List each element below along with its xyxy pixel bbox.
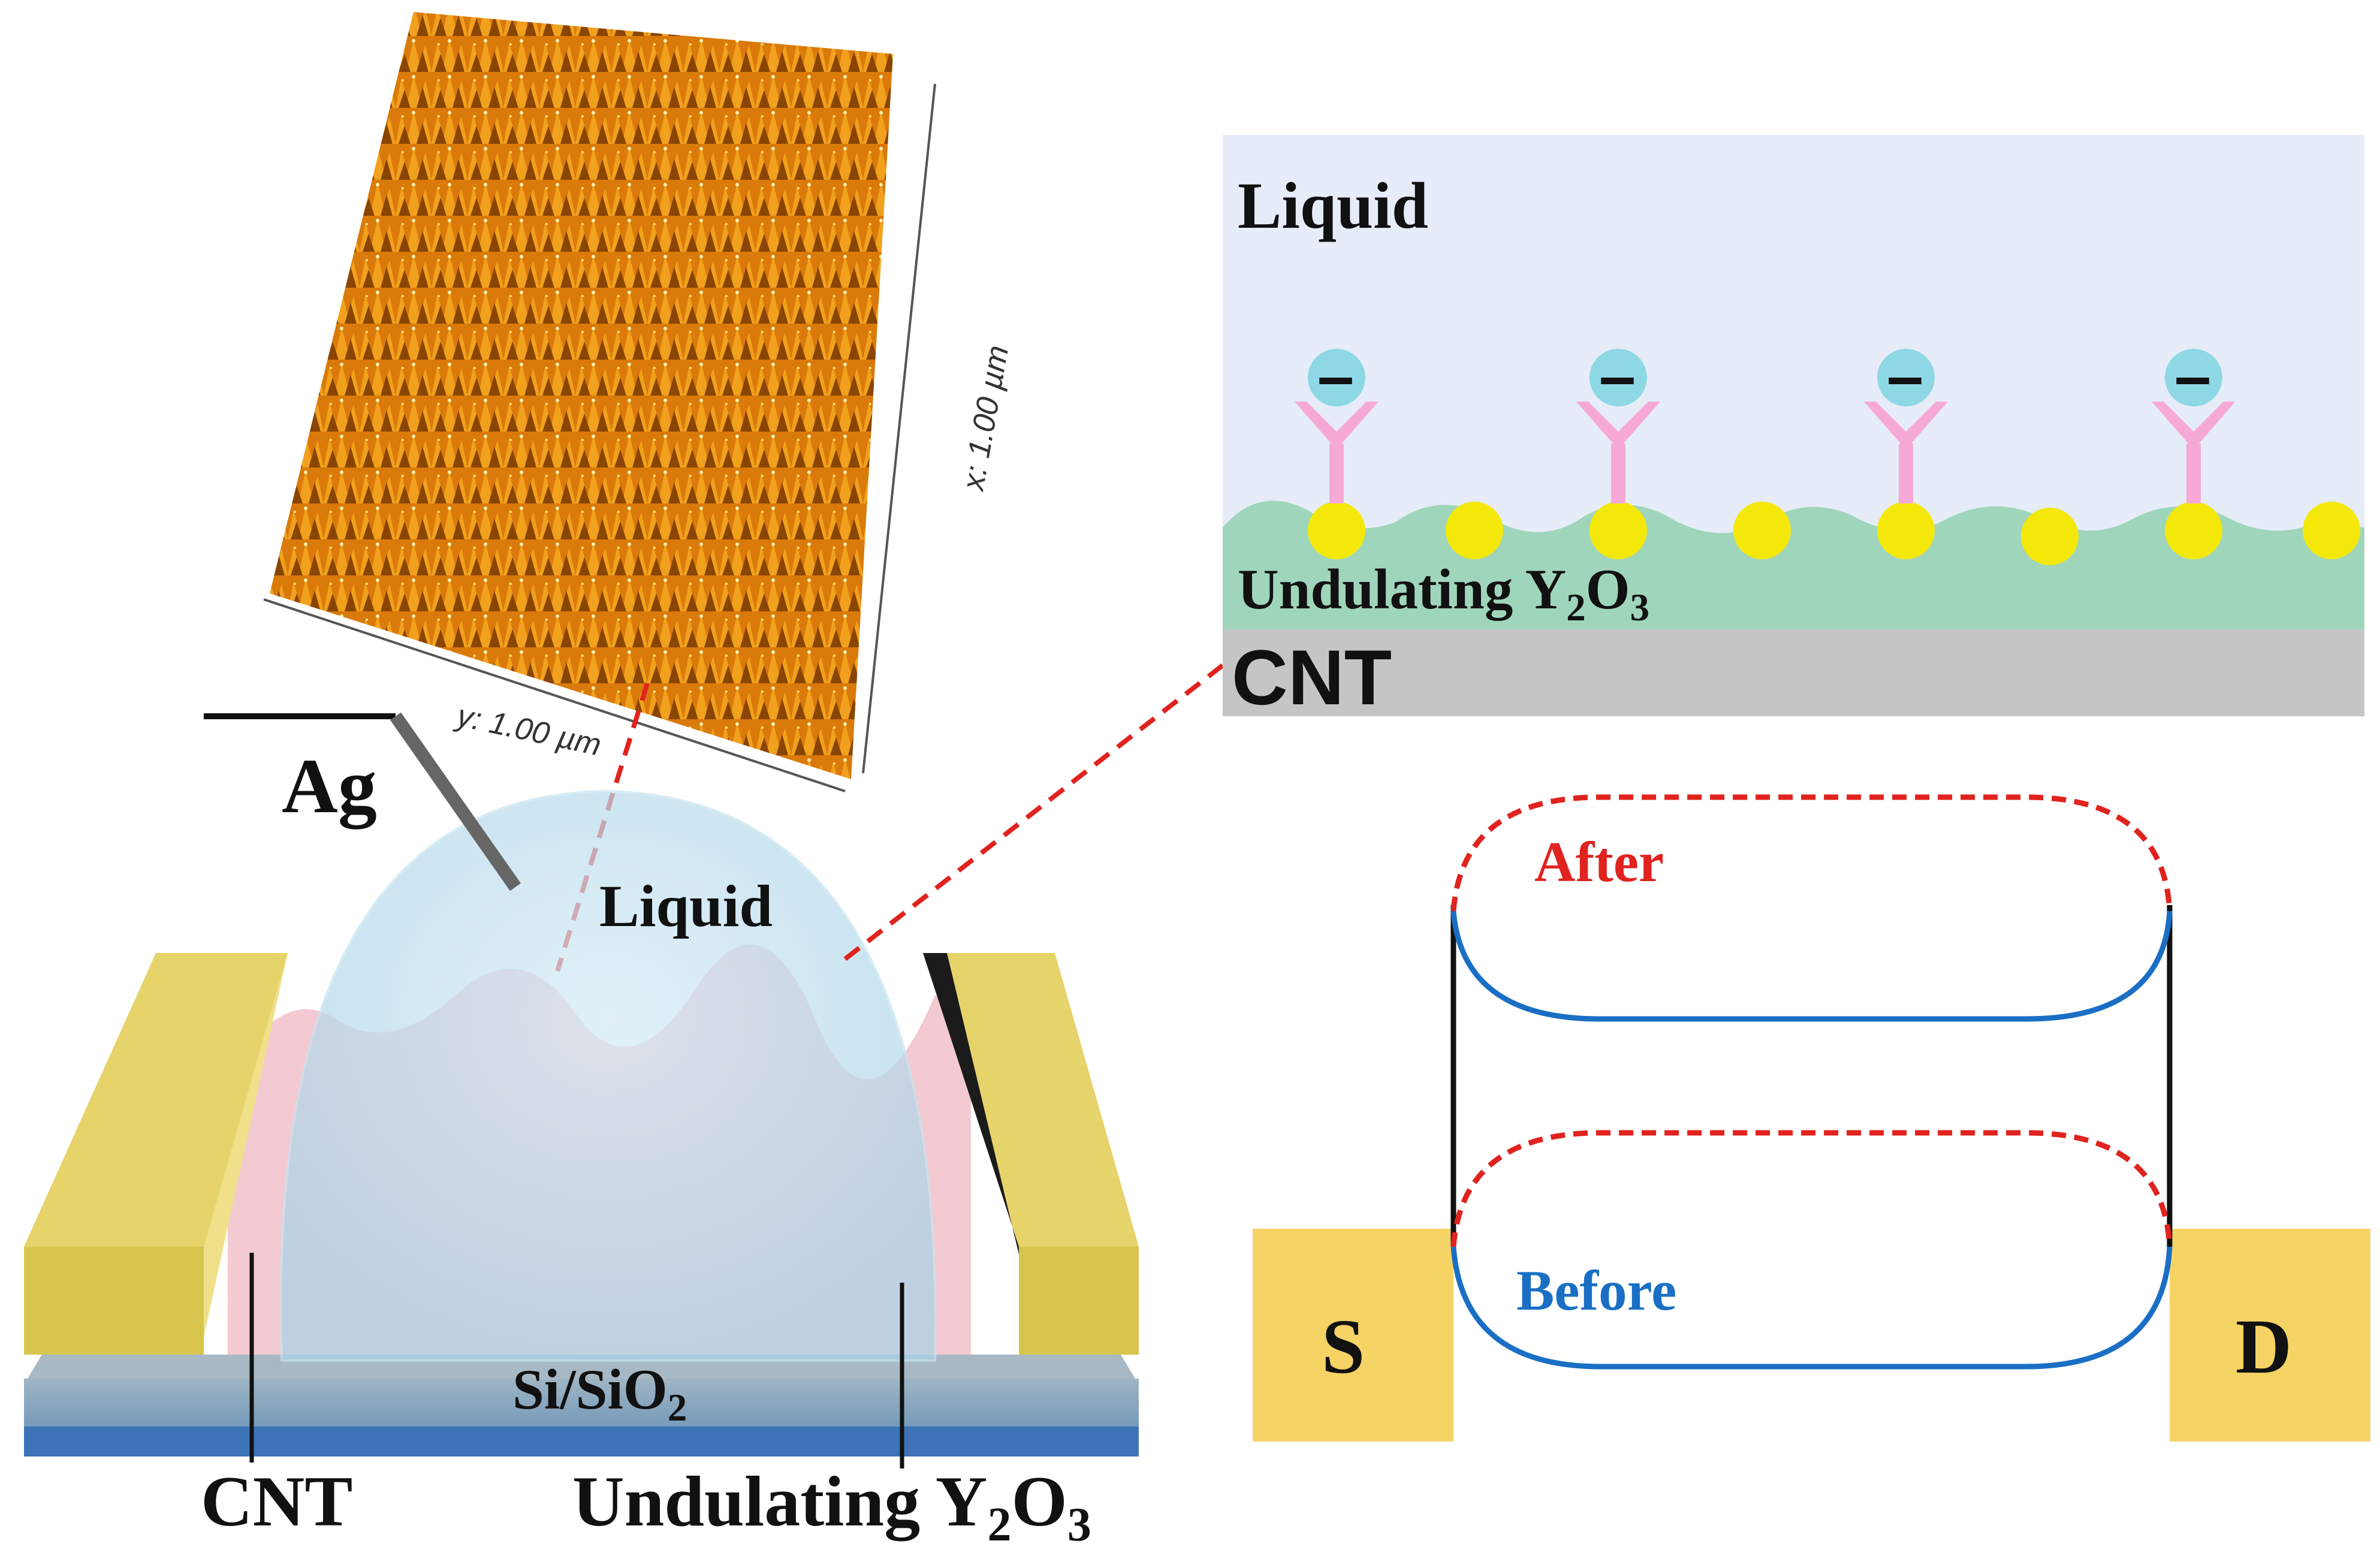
- source-block: [1253, 1229, 1453, 1442]
- analyte-charge: –: [2174, 339, 2211, 413]
- afm-x-axis-line: [862, 83, 936, 774]
- analyte-charge: –: [1317, 339, 1354, 413]
- nanoparticle: [2303, 502, 2360, 559]
- receptor-1: –: [1295, 339, 1378, 503]
- device-y2o3-prefix: Undulating Y: [572, 1461, 987, 1542]
- source-electrode: [24, 1247, 204, 1355]
- device-y2o3-mid: O: [1011, 1461, 1067, 1541]
- analyte-molecule: [1589, 349, 1647, 406]
- inset-cnt-layer: [1223, 629, 2364, 716]
- inset-y2o3-sub2: 3: [1630, 586, 1650, 629]
- inset-cnt-label: CNT: [1232, 634, 1392, 721]
- device-to-inset-link: [843, 663, 1224, 961]
- inset-y2o3-layer: [1223, 500, 2364, 629]
- after-label: After: [1534, 830, 1664, 894]
- receptor-4: –: [2152, 339, 2236, 503]
- inset-y2o3-prefix: Undulating Y: [1238, 557, 1566, 621]
- upper-after-band: [1450, 794, 2173, 912]
- nanoparticle: [2165, 502, 2222, 559]
- liquid-droplet: [279, 789, 937, 1362]
- device-cnt-label: CNT: [201, 1461, 352, 1541]
- lower-after-band: [1450, 1130, 2173, 1247]
- ag-label: Ag: [282, 743, 377, 830]
- ag-electrode-wire: [390, 712, 521, 891]
- substrate-bottom-edge: [24, 1427, 1139, 1456]
- drain-block: [2170, 1229, 2370, 1442]
- substrate-top-layer: [24, 1355, 1139, 1385]
- interface-inset: Liquid Undulating Y2O3 CNT – –: [1223, 135, 2364, 721]
- afm-surface: [270, 12, 893, 779]
- receptor-stem: [1611, 444, 1625, 503]
- receptor-stem: [1329, 444, 1344, 503]
- afm-y-axis-label: y: 1.00 µm: [453, 698, 604, 762]
- analyte-molecule: [2165, 349, 2222, 406]
- substrate-label-main: Si/SiO: [512, 1358, 668, 1421]
- receptor-arms: [1576, 402, 1660, 450]
- receptor-2: –: [1576, 339, 1660, 503]
- device-liquid-label: Liquid: [599, 873, 773, 939]
- nanoparticle: [1446, 502, 1503, 559]
- analyte-molecule: [1877, 349, 1935, 406]
- substrate-label: Si/SiO2: [512, 1358, 687, 1430]
- band-diagram: S D After Before: [1253, 794, 2370, 1442]
- receptor-stem: [1899, 444, 1913, 503]
- receptor-arms: [1864, 402, 1948, 450]
- nanoparticle: [2021, 508, 2079, 565]
- receptor-arms: [1295, 402, 1378, 450]
- device-y2o3-label: Undulating Y2O3: [572, 1461, 1091, 1550]
- before-label: Before: [1516, 1259, 1676, 1322]
- nanoparticle: [1308, 502, 1365, 559]
- afm-surface-image: x: 1.00 µm y: 1.00 µm: [263, 12, 1015, 792]
- source-electrode-face: [24, 953, 288, 1247]
- receptor-stem: [2186, 444, 2201, 503]
- inset-y2o3-sub1: 2: [1566, 586, 1586, 629]
- receptor-arms: [2152, 402, 2236, 450]
- afm-x-axis-label: x: 1.00 µm: [955, 343, 1015, 494]
- source-label: S: [1322, 1304, 1365, 1390]
- inset-liquid-label: Liquid: [1238, 169, 1428, 242]
- device-y2o3-sub1: 2: [987, 1498, 1011, 1550]
- drain-label: D: [2236, 1304, 2292, 1390]
- receptor-3: –: [1864, 339, 1948, 503]
- device-y2o3-sub2: 3: [1067, 1498, 1091, 1550]
- drain-electrode-face: [923, 953, 1139, 1247]
- inset-y2o3-mid: O: [1586, 557, 1630, 621]
- analyte-molecule: [1308, 349, 1365, 406]
- substrate-label-subscript: 2: [668, 1386, 687, 1430]
- device-schematic: Ag Liquid Si/SiO2 CNT Undulating Y2O3: [24, 712, 1139, 1550]
- upper-before-band: [1450, 910, 2173, 1022]
- lower-before-band: [1450, 1246, 2173, 1370]
- nanoparticle: [1589, 502, 1647, 559]
- analyte-charge: –: [1599, 339, 1636, 413]
- drain-electrode: [1019, 1247, 1139, 1355]
- nanoparticle: [1733, 502, 1791, 559]
- inset-y2o3-label: Undulating Y2O3: [1238, 557, 1649, 629]
- afm-y-axis-line: [263, 598, 846, 792]
- nanoparticle: [1877, 502, 1935, 559]
- analyte-charge: –: [1887, 339, 1923, 413]
